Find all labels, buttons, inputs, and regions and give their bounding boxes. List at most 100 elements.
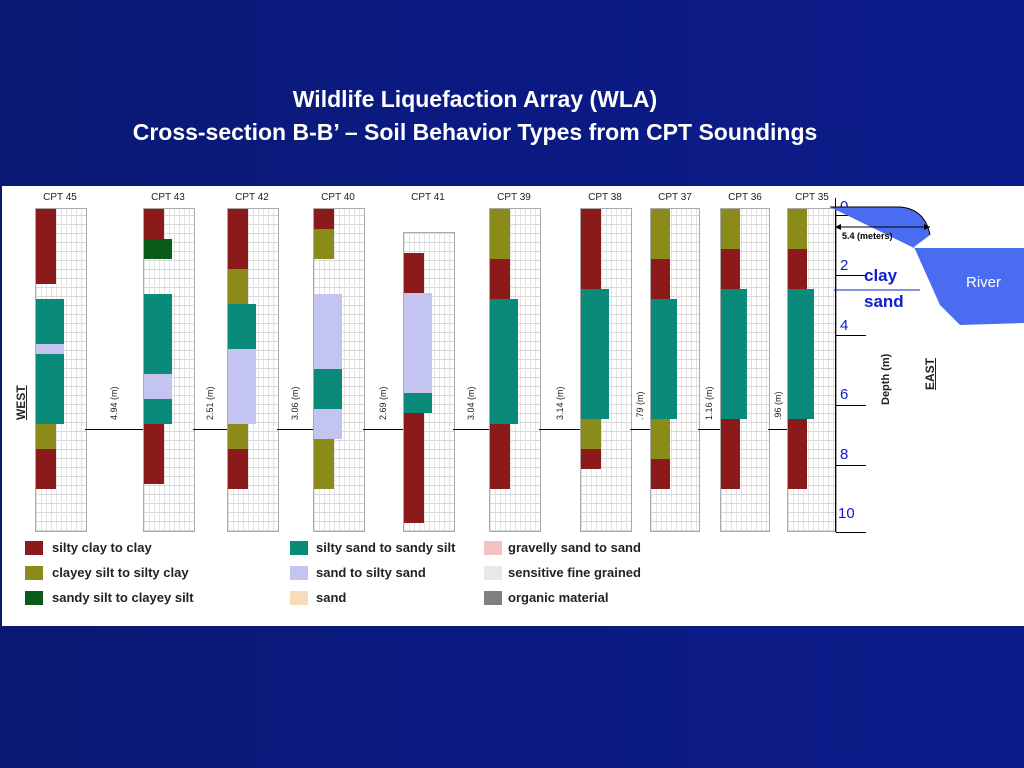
legend-label-7: sensitive fine grained [508, 565, 641, 580]
cpt-column [787, 208, 837, 532]
cpt-column-label: CPT 39 [497, 192, 531, 203]
soil-layer [404, 413, 424, 523]
soil-layer [581, 289, 609, 419]
depth-tick-2: 2 [840, 257, 849, 274]
soil-layer [314, 439, 334, 489]
soil-layer [651, 259, 670, 299]
cpt-column-label: CPT 41 [411, 192, 445, 203]
spacing-arrow [363, 425, 403, 439]
soil-layer [228, 209, 248, 269]
river-distance: 5.4 (meters) [842, 231, 893, 241]
spacing-label: 3.06 (m) [290, 386, 300, 420]
soil-layer [651, 419, 670, 459]
spacing-label: 1.16 (m) [704, 386, 714, 420]
soil-layer [36, 449, 56, 489]
spacing-label: 2.51 (m) [205, 386, 215, 420]
cpt-column-label: CPT 45 [43, 192, 77, 203]
soil-layer [36, 354, 64, 424]
soil-layer [144, 399, 172, 424]
soil-layer [144, 374, 172, 399]
legend-label-3: silty sand to sandy silt [316, 540, 456, 555]
spacing-label: 2.69 (m) [378, 386, 388, 420]
clay-label: clay [864, 266, 898, 285]
soil-layer [581, 449, 601, 469]
cpt-column-label: CPT 42 [235, 192, 269, 203]
river-label: River [966, 274, 1002, 291]
soil-layer [404, 393, 432, 413]
cpt-column [720, 208, 770, 532]
soil-layer [788, 249, 807, 289]
legend-swatch-5 [290, 591, 308, 605]
spacing-arrow [453, 425, 489, 439]
depth-tick-4: 4 [840, 317, 849, 334]
spacing-arrow [630, 425, 650, 439]
soil-layer [228, 304, 256, 349]
spacing-label: .79 (m) [635, 391, 645, 420]
depth-tick-6: 6 [840, 386, 849, 403]
soil-layer [721, 289, 747, 419]
soil-layer [228, 269, 248, 304]
spacing-label: 3.04 (m) [466, 386, 476, 420]
soil-layer [228, 449, 248, 489]
soil-layer [651, 299, 677, 419]
soil-layer [314, 229, 334, 259]
soil-layer [36, 299, 64, 344]
sand-label: sand [864, 292, 904, 311]
legend-label-1: clayey silt to silty clay [52, 565, 189, 580]
slide-title-line2: Cross-section B-B’ – Soil Behavior Types… [132, 119, 818, 145]
legend-label-8: organic material [508, 590, 609, 605]
river-diagram [830, 206, 1024, 325]
spacing-arrow [539, 425, 580, 439]
cpt-column [227, 208, 279, 532]
soil-layer [721, 419, 740, 489]
legend-swatch-4 [290, 566, 308, 580]
spacing-label: .96 (m) [773, 391, 783, 420]
spacing-arrow [768, 425, 787, 439]
cpt-column [35, 208, 87, 532]
soil-layer [490, 259, 510, 299]
cpt-column-label: CPT 35 [795, 192, 829, 203]
soil-layer [581, 419, 601, 449]
soil-layer [490, 424, 510, 489]
spacing-label: 4.94 (m) [109, 386, 119, 420]
spacing-arrow [698, 425, 720, 439]
soil-layer [144, 209, 164, 239]
cpt-column [403, 232, 455, 532]
legend-swatch-8 [484, 591, 502, 605]
legend-label-4: sand to silty sand [316, 565, 426, 580]
legend-swatch-3 [290, 541, 308, 555]
cpt-column [143, 208, 195, 532]
cpt-column-label: CPT 36 [728, 192, 762, 203]
soil-layer [490, 209, 510, 259]
soil-layer [404, 253, 424, 293]
spacing-arrow [193, 425, 227, 439]
soil-layer [651, 209, 670, 259]
cpt-column-label: CPT 43 [151, 192, 185, 203]
soil-layer [36, 249, 56, 284]
west-label: WEST [14, 385, 28, 420]
legend-label-0: silty clay to clay [52, 540, 152, 555]
cpt-column-label: CPT 38 [588, 192, 622, 203]
soil-layer [36, 424, 56, 449]
east-label: EAST [923, 357, 937, 390]
soil-layer [228, 349, 256, 424]
legend-label-5: sand [316, 590, 347, 605]
slide-title-line1: Wildlife Liquefaction Array (WLA) [292, 86, 658, 112]
depth-axis-label: Depth (m) [880, 353, 892, 405]
soil-layer [314, 209, 334, 229]
soil-layer [651, 459, 670, 489]
soil-layer [788, 209, 807, 249]
soil-layer [228, 424, 248, 449]
soil-layer [404, 293, 432, 393]
legend-swatch-2 [25, 591, 43, 605]
legend-swatch-1 [25, 566, 43, 580]
soil-layer [36, 209, 56, 249]
cpt-column [650, 208, 700, 532]
soil-layer [144, 239, 172, 259]
soil-layer [788, 419, 807, 489]
soil-layer [721, 209, 740, 249]
legend-swatch-6 [484, 541, 502, 555]
legend-label-6: gravelly sand to sand [508, 540, 641, 555]
spacing-arrow [277, 425, 313, 439]
spacing-label: 3.14 (m) [555, 386, 565, 420]
